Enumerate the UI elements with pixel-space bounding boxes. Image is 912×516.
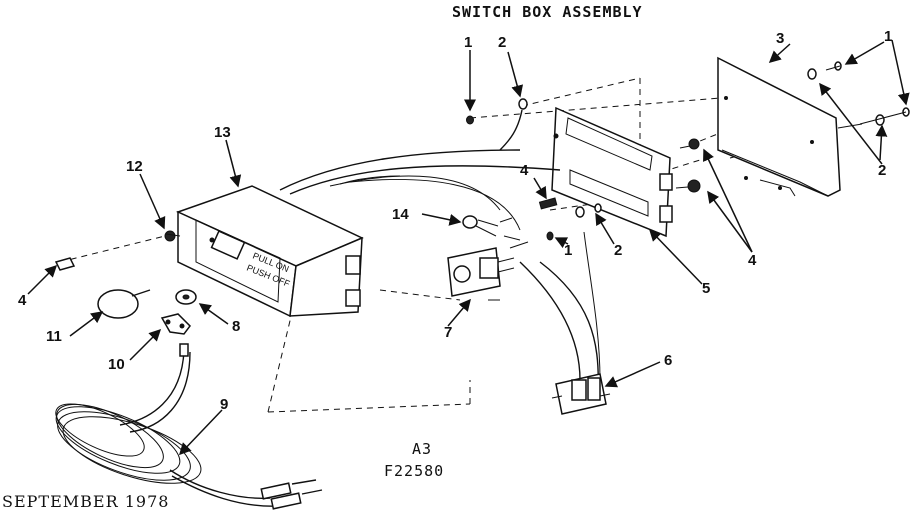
terminal-block <box>551 373 611 415</box>
callout-14-lamp: 14 <box>392 206 409 223</box>
power-cord <box>55 343 323 510</box>
callout-13-housing: 13 <box>214 124 231 141</box>
top-fasteners <box>466 98 602 241</box>
cable-clamp <box>160 313 191 335</box>
assembly-guide-lines <box>59 77 801 413</box>
bushing-screw <box>54 230 181 271</box>
callout-4-right: 4 <box>748 252 757 269</box>
callout-12-bushing: 12 <box>126 158 143 175</box>
wire-bundle <box>279 149 601 391</box>
callout-2-right: 2 <box>878 162 887 179</box>
callout-6-terminal: 6 <box>664 352 673 369</box>
plate-screws <box>807 61 910 129</box>
page-code: A3 <box>412 440 433 458</box>
callout-5-bracket: 5 <box>702 280 711 297</box>
callout-9-cord: 9 <box>220 396 229 413</box>
mounting-bracket <box>551 106 673 238</box>
callout-7-socket: 7 <box>444 324 453 341</box>
drawing-number: F22580 <box>384 462 445 480</box>
callout-10-clamp: 10 <box>108 356 125 373</box>
knob <box>97 289 197 319</box>
mounting-plate <box>717 56 841 197</box>
callout-4-middle: 4 <box>520 162 529 179</box>
callout-1-middle: 1 <box>564 242 573 259</box>
callout-3-plate: 3 <box>776 30 785 47</box>
socket-relay <box>447 247 515 297</box>
callout-2-middle: 2 <box>614 242 623 259</box>
pilot-lamp <box>462 215 529 249</box>
switch-box-housing: PULL ON PUSH OFF <box>175 185 364 318</box>
callout-8-washer: 8 <box>232 318 241 335</box>
bracket-bolts <box>538 138 701 210</box>
callout-leaders <box>27 39 910 456</box>
callout-1-right: 1 <box>884 28 893 45</box>
callout-2-top: 2 <box>498 34 507 51</box>
callout-11-knob: 11 <box>46 328 62 345</box>
callout-1-top: 1 <box>464 34 473 51</box>
drawing-date: SEPTEMBER 1978 <box>2 492 170 511</box>
diagram-title: SWITCH BOX ASSEMBLY <box>452 3 643 21</box>
callout-4-left: 4 <box>18 292 27 309</box>
